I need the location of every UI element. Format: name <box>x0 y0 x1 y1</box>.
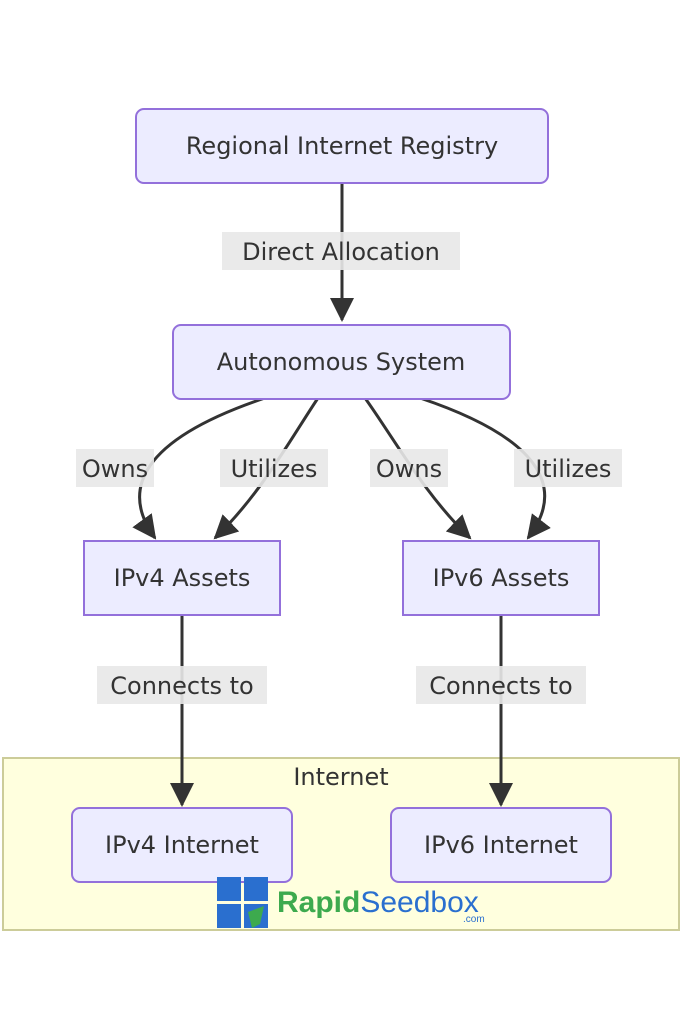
node-box <box>135 108 549 184</box>
edge-label-text: Owns <box>82 455 148 483</box>
node-ipv6-assets: IPv6 Assets <box>402 540 600 616</box>
edge-label-bg <box>220 449 328 487</box>
node-ipv4-internet: IPv4 Internet <box>71 807 293 883</box>
logo-wordmark: RapidSeedbox <box>277 886 479 919</box>
edge-label-text: Owns <box>376 455 442 483</box>
cluster-label: Internet <box>293 763 388 791</box>
node-box <box>83 540 281 616</box>
edge-label-text: Utilizes <box>525 455 612 483</box>
edges <box>132 183 551 807</box>
edge-label-text: Direct Allocation <box>242 238 440 266</box>
node-label: IPv6 Assets <box>433 564 570 592</box>
node-box <box>402 540 600 616</box>
logo-grid-icon <box>217 877 268 928</box>
edge-label-bg <box>514 449 622 487</box>
node-label: IPv4 Assets <box>114 564 251 592</box>
logo-brand-part2: Seedbox <box>360 886 478 919</box>
node-ipv4-assets: IPv4 Assets <box>83 540 281 616</box>
node-label: Regional Internet Registry <box>186 132 498 160</box>
logo-brand-suffix: .com <box>463 914 485 925</box>
rapidseedbox-logo: RapidSeedbox .com <box>217 877 485 928</box>
edge-label-utilizes-ipv4: Utilizes <box>220 449 328 487</box>
edge-label-text: Connects to <box>110 672 253 700</box>
edge-label-bg <box>222 232 460 270</box>
nodes: Regional Internet Registry Autonomous Sy… <box>71 108 612 883</box>
edge-labels: Direct Allocation Owns Utilizes Owns Uti… <box>76 232 622 704</box>
node-ipv6-internet: IPv6 Internet <box>390 807 612 883</box>
edge-label-owns-ipv4: Owns <box>76 449 154 487</box>
edge-label-text: Utilizes <box>231 455 318 483</box>
edge-label-bg <box>370 449 448 487</box>
edge-label-direct-allocation: Direct Allocation <box>222 232 460 270</box>
edge-label-connects-ipv6: Connects to <box>416 666 586 704</box>
node-label: IPv6 Internet <box>424 831 578 859</box>
node-autonomous-system: Autonomous System <box>172 324 511 400</box>
node-box <box>71 807 293 883</box>
node-box <box>172 324 511 400</box>
edge-label-bg <box>76 449 154 487</box>
node-label: Autonomous System <box>217 348 466 376</box>
edge-label-connects-ipv4: Connects to <box>97 666 267 704</box>
node-box <box>390 807 612 883</box>
logo-brand-part1: Rapid <box>277 886 360 919</box>
node-label: IPv4 Internet <box>105 831 259 859</box>
edge-label-owns-ipv6: Owns <box>370 449 448 487</box>
edge-label-text: Connects to <box>429 672 572 700</box>
edge-label-bg <box>97 666 267 704</box>
node-regional-internet-registry: Regional Internet Registry <box>135 108 549 184</box>
edge-label-bg <box>416 666 586 704</box>
edge-label-utilizes-ipv6: Utilizes <box>514 449 622 487</box>
